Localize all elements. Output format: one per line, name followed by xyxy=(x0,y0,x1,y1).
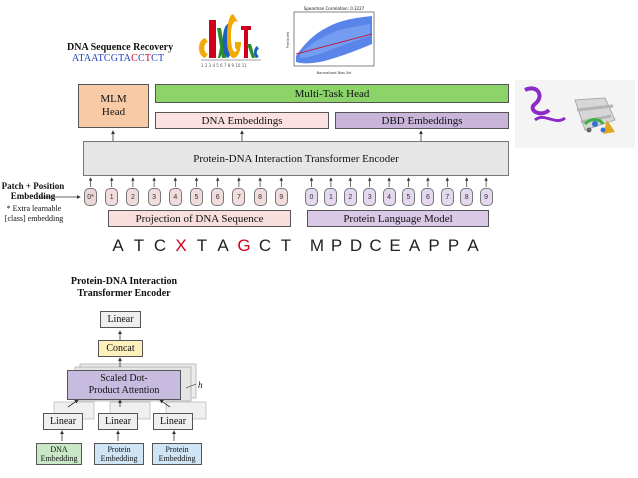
dna-token-5: 5 xyxy=(190,188,203,206)
protein-token-0: 0 xyxy=(305,188,318,206)
dna-token-2: 2 xyxy=(126,188,140,206)
extra-class-note: * Extra learnable [class] embedding xyxy=(4,204,64,223)
linear-box-3: Linear xyxy=(153,413,193,430)
protein-letter-0: M xyxy=(309,236,325,255)
patch-position-label: Patch + Position Embedding xyxy=(1,181,65,201)
encoder-arrows xyxy=(40,130,488,199)
protein-token-1: 1 xyxy=(324,188,338,206)
dna-token-1: 1 xyxy=(105,188,119,206)
dna-letter-8: T xyxy=(280,236,292,255)
dbd-embeddings-box: DBD Embeddings xyxy=(335,112,509,129)
protein-token-7: 7 xyxy=(440,188,454,206)
interaction-encoder-box: Protein-DNA Interaction Transformer Enco… xyxy=(83,141,509,176)
recovery-seq-part-2: TA xyxy=(118,53,132,64)
protein-letter-5: A xyxy=(408,236,421,255)
multi-task-head-box: Multi-Task Head xyxy=(155,84,509,103)
dna-token-7: 7 xyxy=(232,188,246,206)
scatter-xlabel: Normalized Bias Sel xyxy=(317,71,352,75)
protein-token-4: 4 xyxy=(382,188,396,206)
protein-letter-1: P xyxy=(330,236,343,255)
dna-embeddings-box: DNA Embeddings xyxy=(155,112,329,129)
concat-box: Concat xyxy=(98,340,143,357)
svg-text:1 2 3 4 5 6 7 8 9 10 11: 1 2 3 4 5 6 7 8 9 10 11 xyxy=(201,63,247,68)
protein-structure-image xyxy=(515,80,635,148)
protein-token-9: 9 xyxy=(479,188,493,206)
dna-letter-6: G xyxy=(237,236,251,255)
detail-title: Protein-DNA Interaction Transformer Enco… xyxy=(70,276,178,299)
protein-letter-6: P xyxy=(428,236,440,255)
protein-letter-4: E xyxy=(389,236,401,255)
dna-token-9: 9 xyxy=(274,188,288,206)
sequence-logo-image: 1 2 3 4 5 6 7 8 9 10 11 xyxy=(199,14,261,68)
dna-token-4: 4 xyxy=(168,188,182,206)
recovery-seq-part-0: ATA xyxy=(72,53,92,64)
protein-token-6: 6 xyxy=(421,188,435,206)
dna-letter-2: C xyxy=(153,236,167,255)
recovery-seq-part-4: C xyxy=(137,53,145,64)
scatter-ylabel: Predicted xyxy=(286,32,290,48)
dna-token-6: 6 xyxy=(211,188,225,206)
recovery-sequence: ATAATCGTACCTCT xyxy=(72,53,164,64)
protein-embedding-input-1: Protein Embedding xyxy=(94,443,144,465)
linear-box-1: Linear xyxy=(43,413,83,430)
protein-token-2: 2 xyxy=(343,188,357,206)
dna-letter-7: C xyxy=(258,236,272,255)
dna-token-8: 8 xyxy=(253,188,267,206)
recovery-seq-part-5: T xyxy=(144,53,152,64)
recovery-seq-part-1: ATCG xyxy=(91,53,119,64)
dna-letter-5: A xyxy=(217,236,229,255)
recovery-seq-part-6: CT xyxy=(151,53,165,64)
dna-letter-1: T xyxy=(133,236,145,255)
linear-box-2: Linear xyxy=(98,413,138,430)
correlation-scatter-plot: Spearman Correlation: 0.3227 Normalized … xyxy=(286,6,375,75)
dna-token-3: 3 xyxy=(147,188,161,206)
protein-letter-3: C xyxy=(369,236,382,255)
recovery-title: DNA Sequence Recovery xyxy=(67,42,174,53)
protein-letter-2: D xyxy=(349,236,363,255)
dna-embedding-input: DNA Embedding xyxy=(36,443,82,465)
protein-embedding-input-2: Protein Embedding xyxy=(152,443,202,465)
mlm-head-box: MLM Head xyxy=(78,84,149,128)
dna-letter-3: X xyxy=(175,236,187,255)
protein-letter-7: P xyxy=(447,236,460,255)
scatter-title: Spearman Correlation: 0.3227 xyxy=(304,6,365,11)
protein-token-3: 3 xyxy=(363,188,377,206)
dna-letter-0: A xyxy=(112,236,124,255)
heads-h-label: h xyxy=(198,380,203,390)
protein-language-model-box: Protein Language Model xyxy=(307,210,489,227)
protein-token-8: 8 xyxy=(460,188,474,206)
protein-token-5: 5 xyxy=(402,188,415,206)
linear-top-box: Linear xyxy=(100,311,141,328)
scaled-dot-product-attention-box: Scaled Dot-Product Attention xyxy=(67,370,181,400)
dna-projection-box: Projection of DNA Sequence xyxy=(108,210,291,227)
protein-letter-8: A xyxy=(467,236,479,255)
recovery-seq-part-3: C xyxy=(131,53,138,64)
dna-letter-4: T xyxy=(196,236,208,255)
class-token: 0* xyxy=(84,188,97,206)
